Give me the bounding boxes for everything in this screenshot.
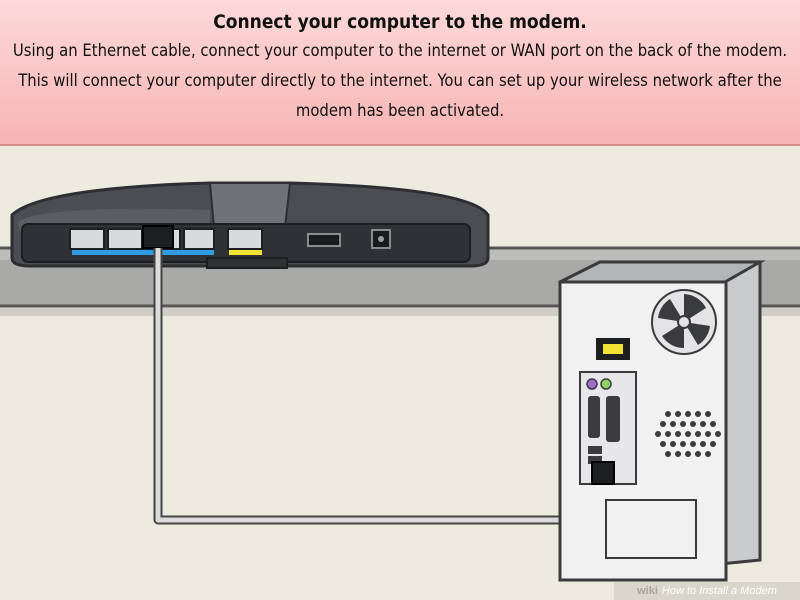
- watermark-brand: wiki: [637, 585, 658, 597]
- ethernet-plug-computer: [591, 461, 615, 485]
- instruction-caption: Connect your computer to the modem. Usin…: [0, 0, 800, 146]
- computer-tower: [558, 260, 766, 582]
- watermark-text: How to Install a Modem: [661, 585, 777, 597]
- ethernet-plug-modem: [142, 225, 174, 249]
- usb-port: [307, 233, 341, 247]
- fan-grill: [651, 289, 717, 355]
- caption-body: Using an Ethernet cable, connect your co…: [12, 41, 788, 120]
- caption-title: Connect your computer to the modem.: [213, 11, 587, 33]
- wan-port: [227, 228, 263, 255]
- modem: [10, 181, 490, 269]
- vent-grill: [655, 411, 721, 457]
